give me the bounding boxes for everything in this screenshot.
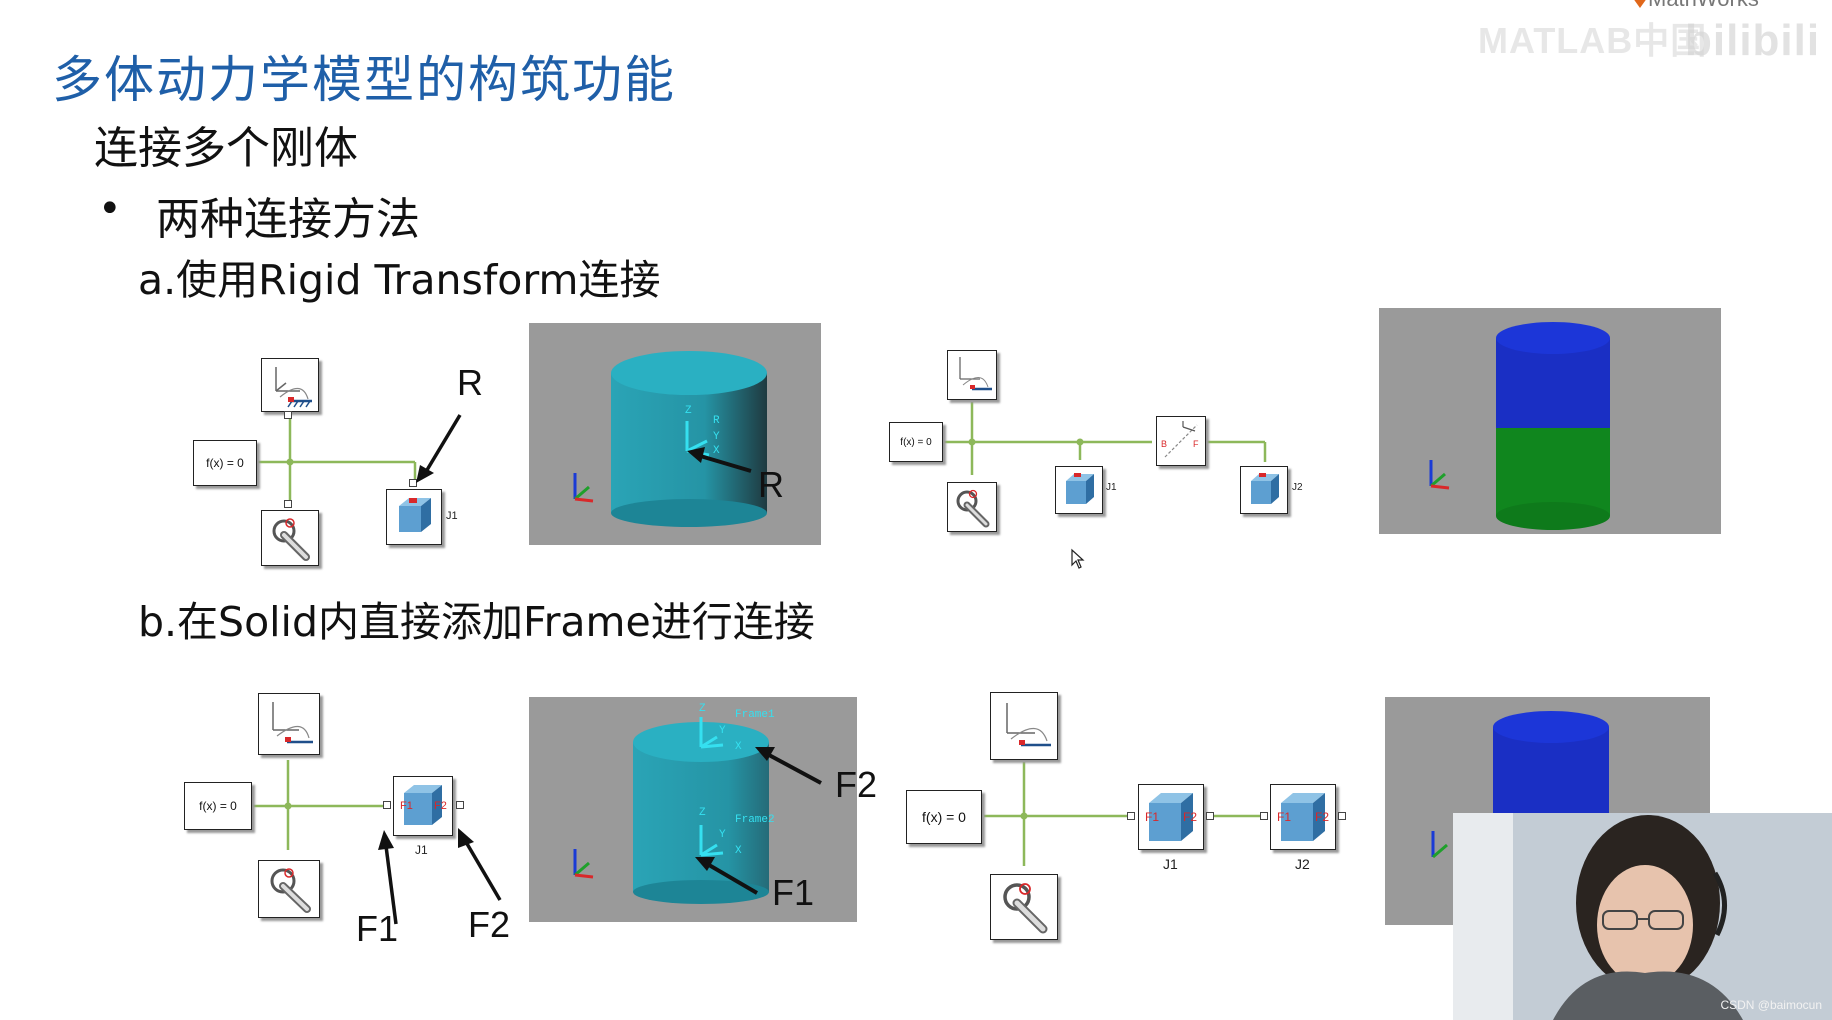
f1-annotation-2: F1 (772, 872, 815, 913)
j1-port-f1 (383, 801, 391, 809)
solver-config-icon (272, 518, 310, 561)
solid-block-j1-a2[interactable] (1055, 466, 1103, 514)
rigid-transform-icon: B F (1161, 421, 1199, 458)
j1-b2-port-f1 (1127, 812, 1135, 820)
bilibili-watermark: bilibili (1685, 16, 1821, 65)
svg-text:R: R (713, 415, 720, 427)
f2-annotation-2: F2 (835, 764, 878, 805)
j2-label-b2: J2 (1295, 856, 1310, 872)
arrow-pointer-icon (416, 414, 462, 483)
mouse-cursor-icon (1071, 548, 1085, 569)
solid-cube-icon (1066, 473, 1094, 504)
j1-label-a2: J1 (1106, 482, 1117, 493)
svg-text:Y: Y (713, 431, 720, 443)
solid-block-j2-b2[interactable]: F1 F2 (1270, 784, 1336, 850)
solid-cube-icon (1251, 473, 1279, 504)
svg-text:F1: F1 (1277, 810, 1291, 824)
solver-config-icon (956, 489, 990, 528)
world-frame-block-2[interactable] (947, 350, 997, 400)
svg-text:F1: F1 (1145, 810, 1159, 824)
solid-cube-icon: F1 F2 (400, 785, 447, 825)
r-annotation: R (457, 362, 483, 403)
r-annotation-2: R (758, 464, 784, 505)
slide-title: 多体动力学模型的构筑功能 (52, 51, 676, 109)
webcam-overlay: CSDN @baimocun (1453, 813, 1832, 1020)
solver-config-icon (270, 868, 311, 913)
svg-text:Y: Y (719, 725, 726, 737)
solver-fx-block-2[interactable]: f(x) = 0 (889, 422, 943, 462)
svg-text:X: X (713, 445, 720, 457)
f1-annotation: F1 (356, 908, 399, 949)
j1-b2-port-f2 (1206, 812, 1214, 820)
diagram-a1-lines (258, 413, 417, 505)
svg-text:Z: Z (685, 405, 692, 417)
solid-block-j1[interactable] (386, 489, 442, 545)
bullet-text: 两种连接方法 (156, 194, 420, 245)
svg-text:Z: Z (699, 703, 706, 715)
method-b-label: b.在Solid内直接添加Frame进行连接 (138, 598, 815, 646)
rigid-transform-block[interactable]: B F (1156, 416, 1206, 466)
j1-label-b1: J1 (415, 843, 428, 857)
viewport-b1: Z Frame1 Y X Z Frame2 Y X (529, 697, 857, 922)
matlab-china-watermark: MATLAB中国 (1478, 20, 1708, 61)
world-frame-icon (275, 367, 312, 408)
solver-config-icon (1003, 883, 1048, 934)
mathworks-brand: MathWorks (1648, 0, 1759, 12)
svg-text:F2: F2 (434, 800, 447, 812)
svg-text:F2: F2 (1183, 810, 1197, 824)
svg-text:F2: F2 (1315, 810, 1329, 824)
world-frame-icon (272, 702, 313, 744)
world-frame-icon (1006, 703, 1051, 747)
csdn-watermark: CSDN @baimocun (1720, 998, 1822, 1012)
diagram-b2-lines (984, 762, 1260, 866)
solver-fx-block-3[interactable]: f(x) = 0 (184, 782, 252, 830)
j2-b2-port-f2 (1338, 812, 1346, 820)
solid-block-j1-b2[interactable]: F1 F2 (1138, 784, 1204, 850)
solver-fx-block-4[interactable]: f(x) = 0 (906, 790, 982, 844)
world-frame-icon (959, 357, 992, 391)
world-port (284, 411, 292, 419)
svg-text:X: X (735, 741, 742, 753)
solver-config-block-4[interactable] (990, 874, 1058, 940)
solver-config-block-3[interactable] (258, 860, 320, 918)
mathworks-logo-icon (1630, 0, 1650, 8)
svg-text:X: X (735, 845, 742, 857)
solid-block-j1-b1[interactable]: F1 F2 (393, 776, 453, 836)
solver-fx-block[interactable]: f(x) = 0 (193, 440, 257, 486)
j1-port (409, 479, 417, 487)
solid-cube-icon (399, 498, 431, 532)
svg-text:Y: Y (719, 829, 726, 841)
b1-arrows (378, 828, 502, 925)
method-a-label: a.使用Rigid Transform连接 (138, 256, 661, 304)
world-frame-block-3[interactable] (258, 693, 320, 755)
j1-label-b2: J1 (1163, 856, 1178, 872)
solid-block-j2-a2[interactable] (1240, 466, 1288, 514)
world-frame-block-4[interactable] (990, 692, 1058, 760)
world-frame-block[interactable] (261, 358, 319, 412)
j1-port-f2 (456, 801, 464, 809)
diagram-b1-lines (250, 760, 386, 850)
viewport-a2 (1379, 308, 1721, 534)
j2-label-a2: J2 (1292, 482, 1303, 493)
svg-text:Frame1: Frame1 (735, 709, 775, 721)
j1-label: J1 (446, 510, 458, 522)
diagram-a2-lines (924, 402, 1267, 475)
solver-port (284, 500, 292, 508)
presenter-video (1453, 813, 1832, 1020)
svg-text:F1: F1 (400, 800, 413, 812)
slide-subtitle: 连接多个刚体 (94, 123, 358, 174)
bullet-dot: • (98, 186, 122, 232)
solver-config-block-2[interactable] (947, 482, 997, 532)
solid-cube-icon: F1 F2 (1277, 793, 1329, 841)
svg-text:Z: Z (699, 807, 706, 819)
solid-cube-icon: F1 F2 (1145, 793, 1197, 841)
svg-text:B: B (1161, 439, 1167, 449)
svg-text:F: F (1193, 439, 1199, 449)
svg-text:Frame2: Frame2 (735, 814, 775, 826)
viewport-a1: Z R Y X (529, 323, 821, 545)
j2-b2-port-f1 (1260, 812, 1268, 820)
solver-config-block[interactable] (261, 510, 319, 566)
f2-annotation: F2 (468, 904, 511, 945)
